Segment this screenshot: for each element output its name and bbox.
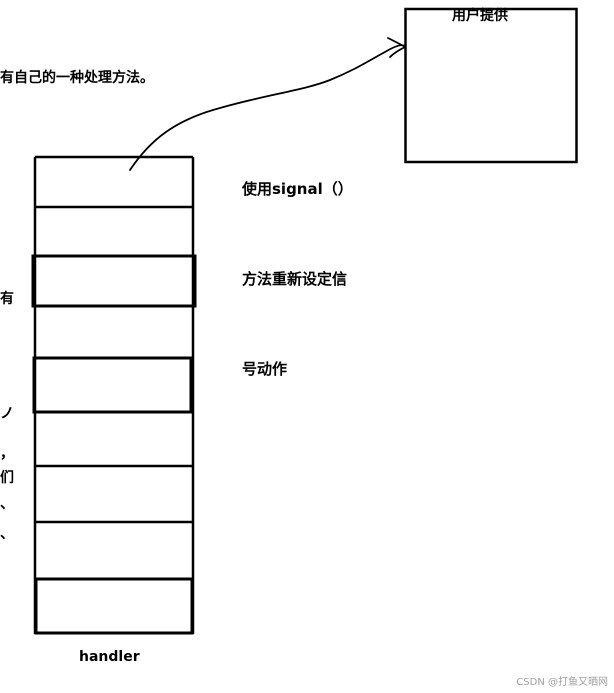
edge-text-fragment: ノ — [0, 406, 14, 422]
user-provided-box — [404, 7, 578, 164]
edge-text-fragment: 、 — [0, 496, 14, 512]
top-note: 有自己的一种处理方法。 — [0, 70, 154, 86]
table-row-highlight — [32, 356, 193, 414]
handler-table — [31, 155, 197, 635]
arrow-head — [387, 37, 407, 58]
watermark: CSDN @打鱼又晒网 — [516, 677, 608, 688]
edge-text-fragment: 们 — [0, 470, 14, 486]
signal-note-line: 号动作 — [242, 360, 288, 378]
signal-note-line: 使用signal（） — [242, 180, 353, 198]
edge-text-fragment: 有 — [0, 291, 14, 307]
edge-text-fragment: ， — [0, 446, 14, 462]
handler-label: handler — [79, 649, 140, 665]
signal-note: 使用signal（） 方法重新设定信 号动作 — [242, 114, 412, 414]
edge-text-fragment: 、 — [0, 526, 14, 542]
arrow-curve — [129, 44, 406, 171]
table-row-highlight — [31, 254, 197, 308]
user-box-label: 用户提供 — [452, 8, 508, 24]
table-row-highlight — [34, 577, 194, 635]
signal-note-line: 方法重新设定信 — [242, 270, 348, 288]
